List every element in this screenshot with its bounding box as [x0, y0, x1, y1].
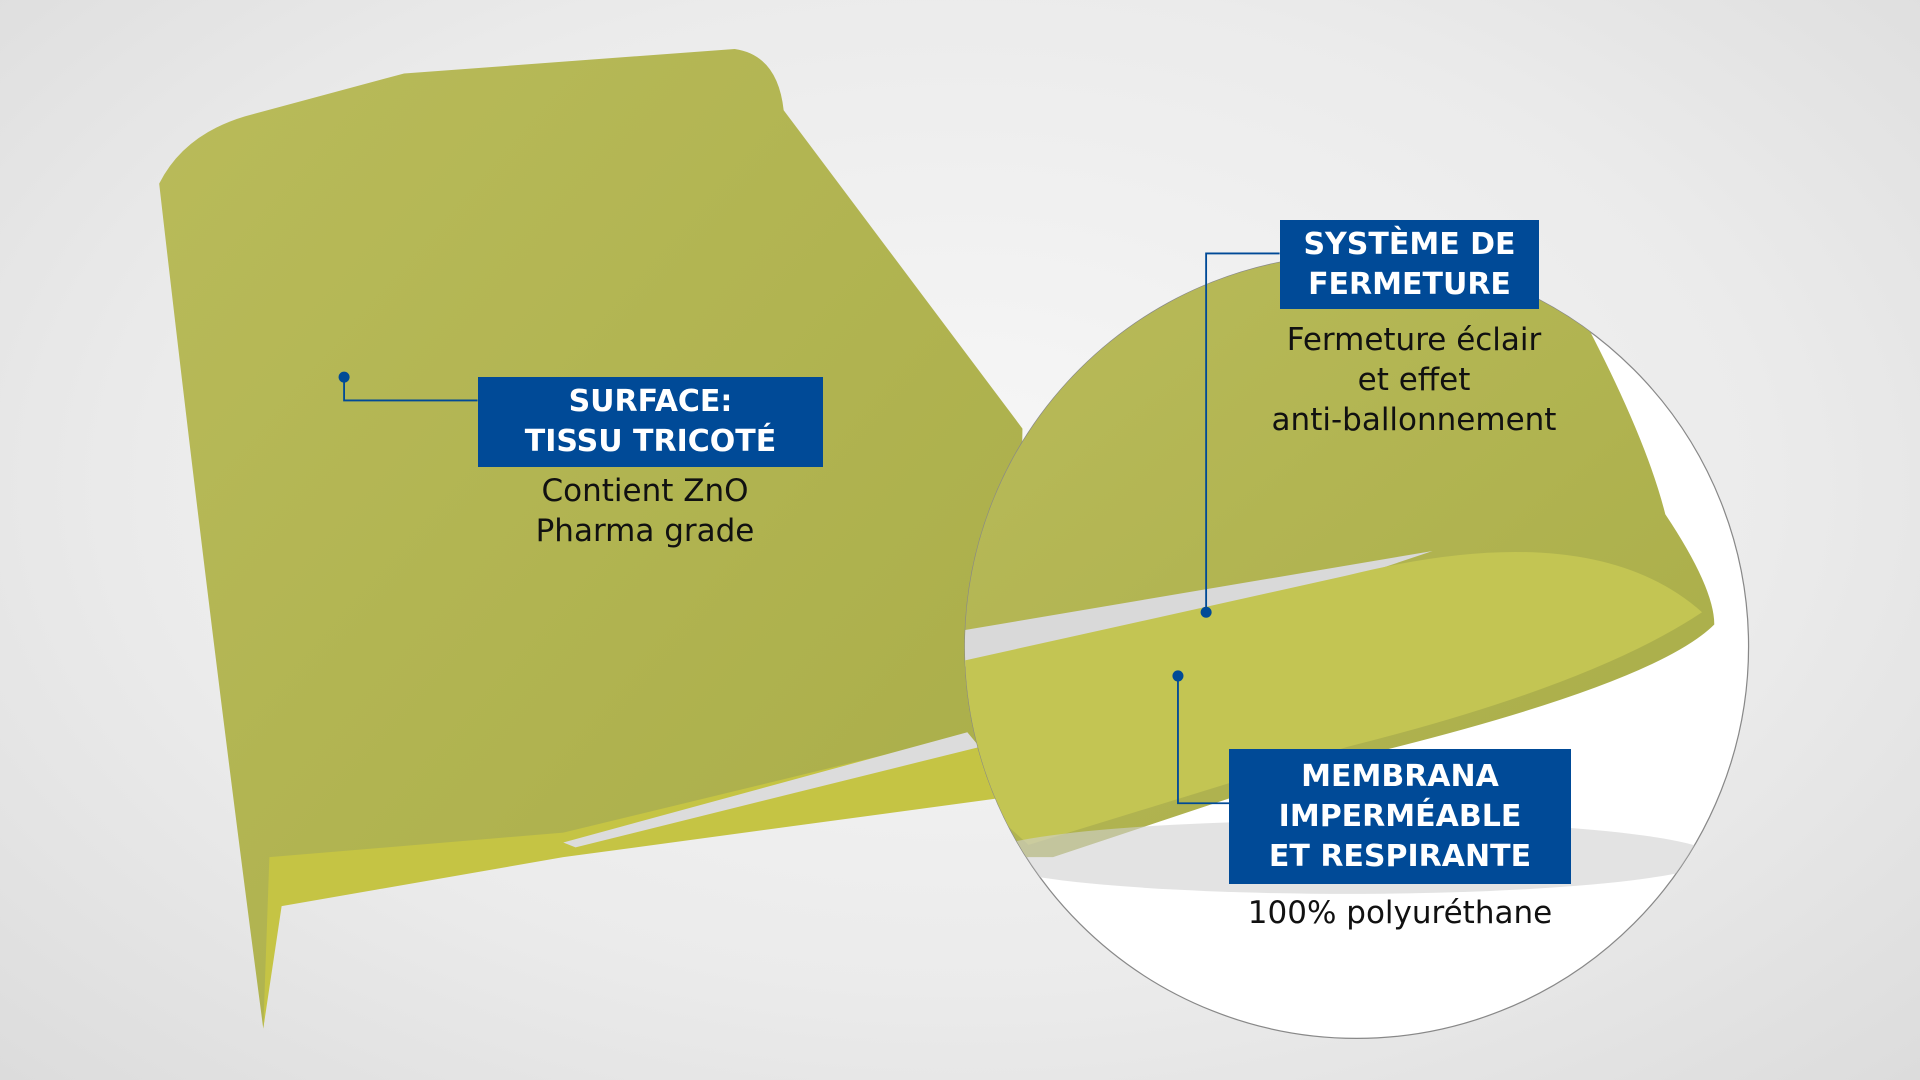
- closure-desc-line: et effet: [1357, 362, 1471, 398]
- membrane-title-line: MEMBRANA: [1301, 758, 1499, 794]
- membrane-title-line: IMPERMÉABLE: [1278, 798, 1522, 834]
- closure-description: Fermeture éclair et effet anti-ballonnem…: [1272, 320, 1557, 440]
- surface-label: SURFACE: TISSU TRICOTÉ: [478, 377, 823, 467]
- closure-title-line: FERMETURE: [1308, 266, 1511, 302]
- leader-lines: [343, 252, 1280, 805]
- surface-desc-line: Pharma grade: [535, 513, 755, 549]
- closure-desc-line: Fermeture éclair: [1286, 322, 1542, 358]
- closure-desc-line: anti-ballonnement: [1271, 402, 1557, 438]
- pillow: [159, 48, 1023, 1029]
- surface-desc-line: Contient ZnO: [541, 473, 749, 509]
- surface-title-line: TISSU TRICOTÉ: [524, 424, 777, 459]
- membrane-label: MEMBRANA IMPERMÉABLE ET RESPIRANTE: [1229, 749, 1571, 884]
- membrane-title-line: ET RESPIRANTE: [1268, 838, 1532, 874]
- closure-label: SYSTÈME DE FERMETURE: [1280, 220, 1539, 309]
- closure-title-line: SYSTÈME DE: [1303, 226, 1516, 262]
- surface-description: Contient ZnO Pharma grade: [536, 471, 755, 551]
- membrane-description: 100% polyuréthane: [1248, 893, 1552, 933]
- surface-title-line: SURFACE:: [568, 384, 733, 419]
- leader-dots: [338, 371, 1212, 682]
- membrane-desc-line: 100% polyuréthane: [1247, 895, 1553, 931]
